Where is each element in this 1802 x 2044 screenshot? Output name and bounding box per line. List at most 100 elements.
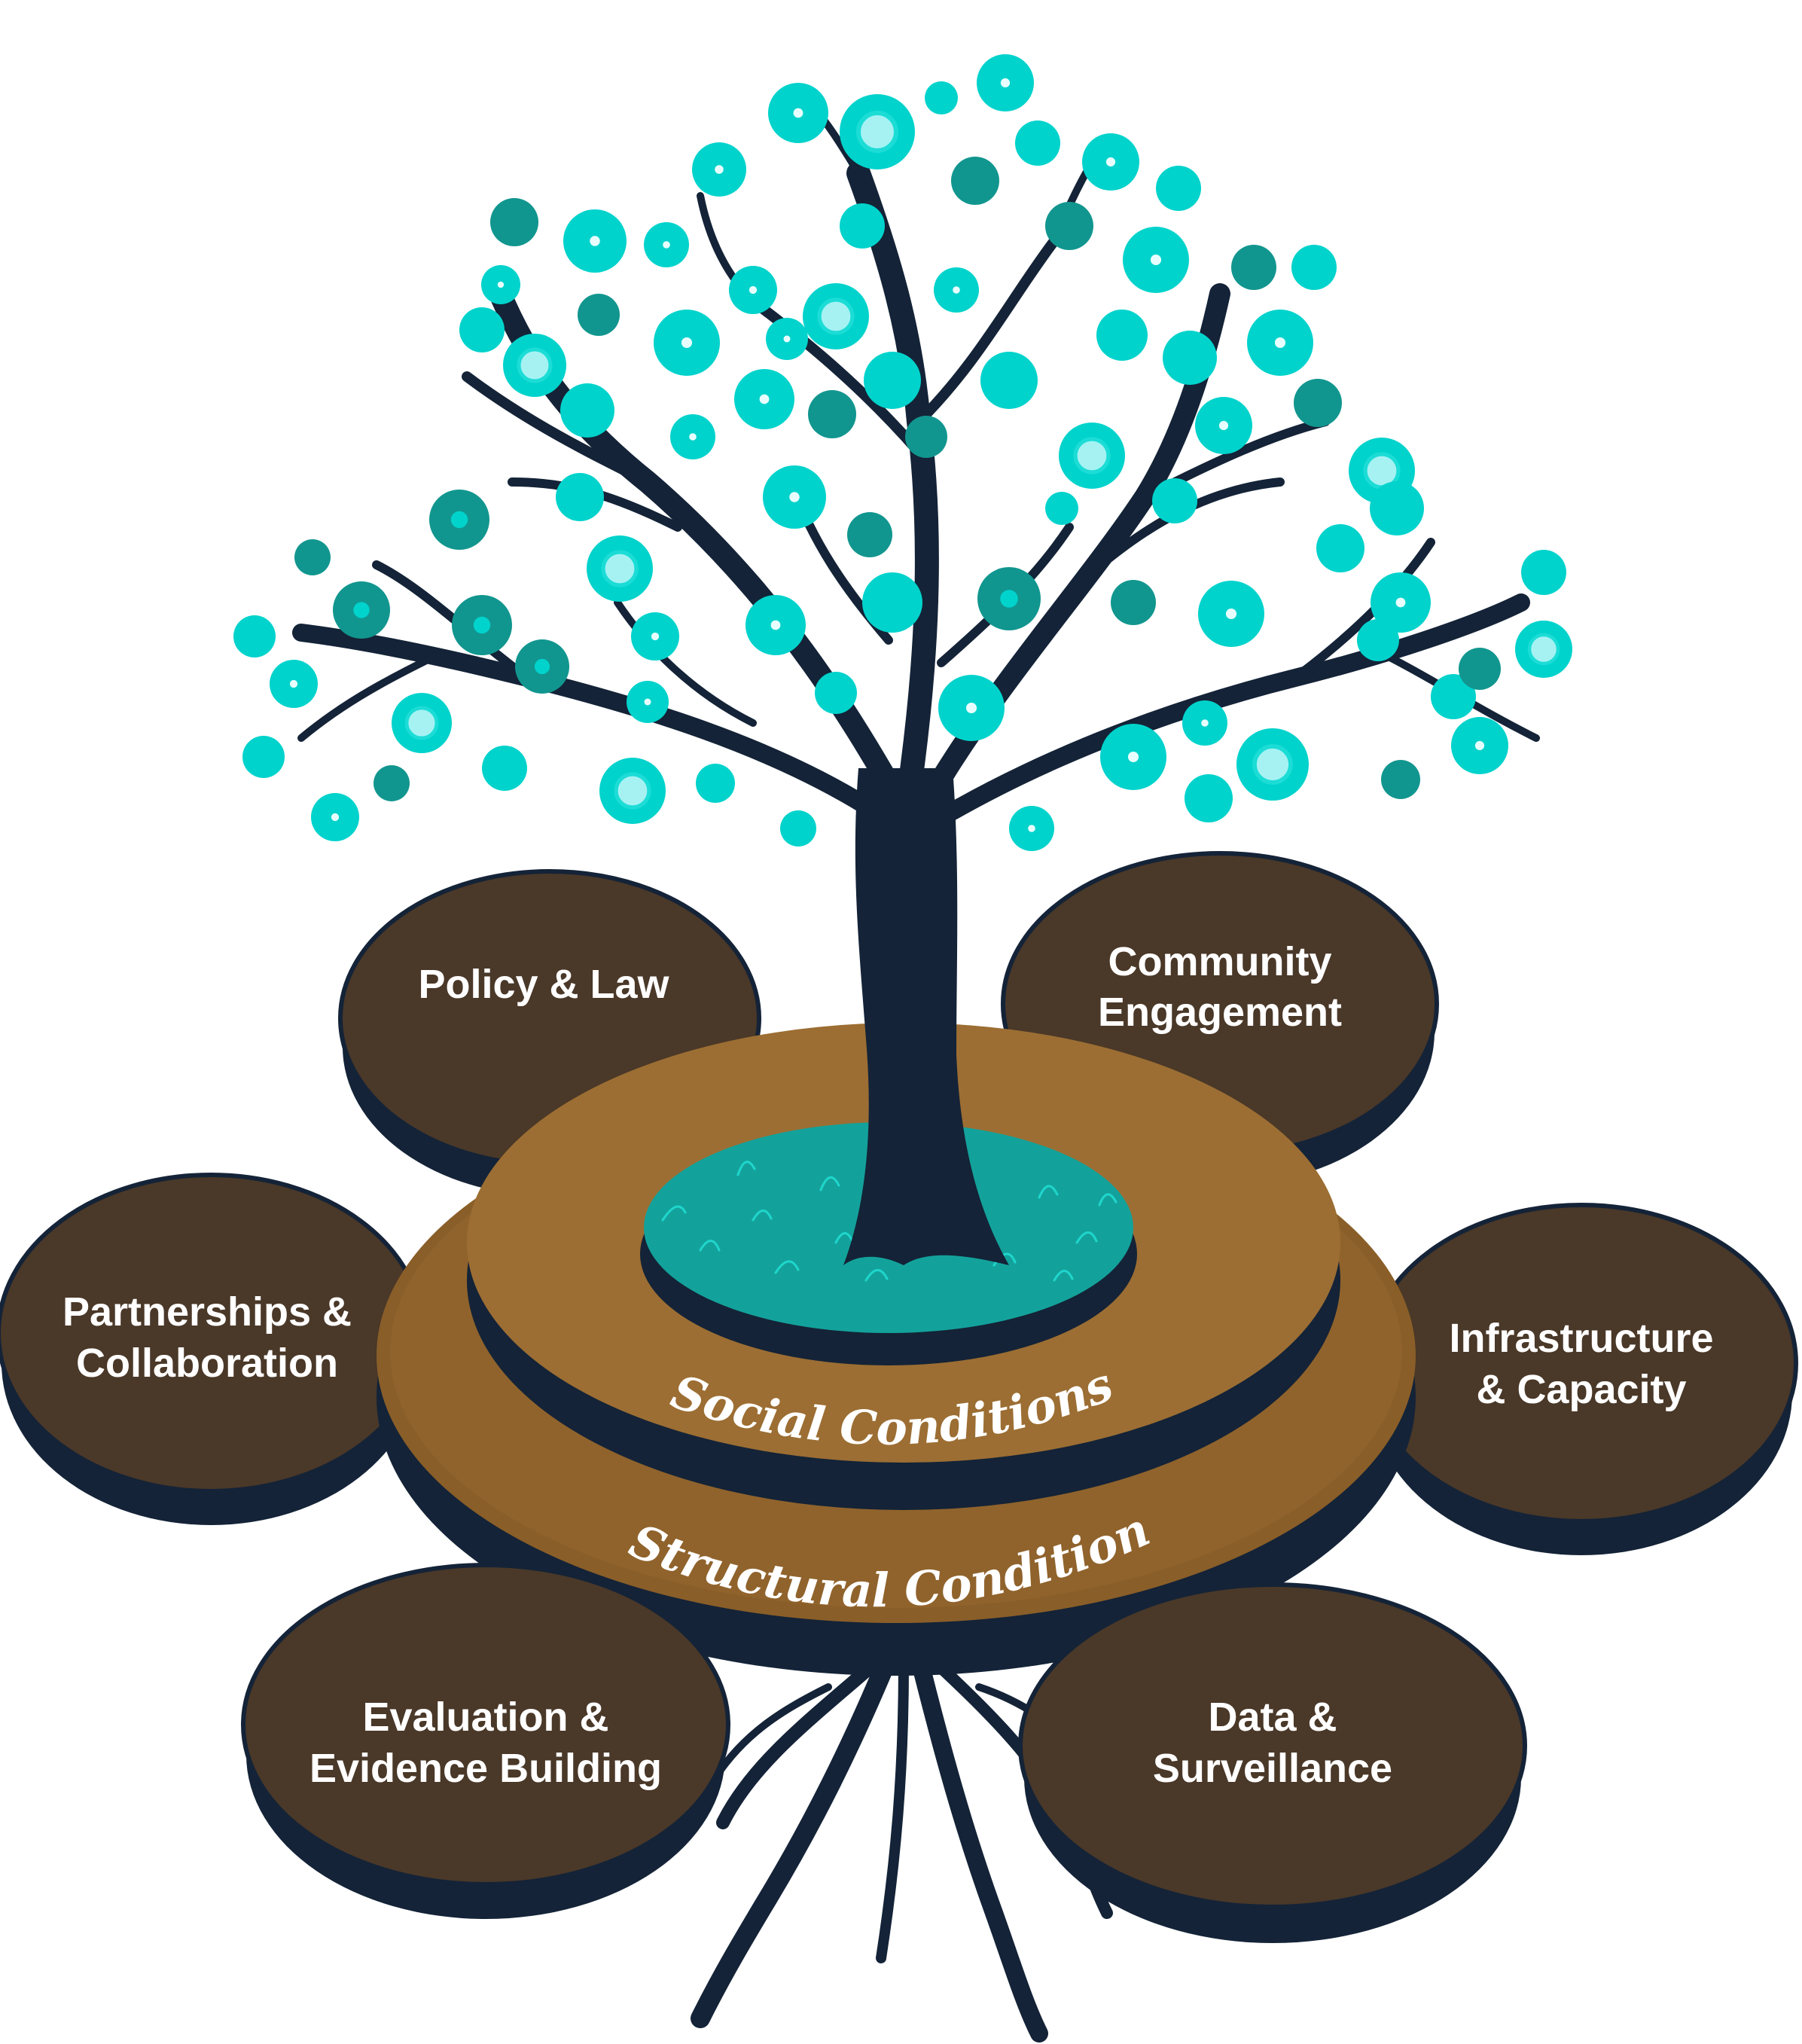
leaf-circle (840, 203, 885, 249)
leaf-circle (951, 157, 999, 205)
trunk (843, 768, 1009, 1265)
leaf-circle (905, 416, 947, 458)
leaf-center (715, 165, 724, 174)
leaf-center (1395, 597, 1406, 608)
evaluation-label-line2: Evidence Building (309, 1746, 662, 1791)
leaf-center (1218, 420, 1229, 431)
leaf-center (1527, 633, 1560, 666)
leaf-center (1252, 744, 1293, 785)
leaf-center (856, 111, 898, 153)
root (712, 1683, 832, 1781)
leaf-center (770, 620, 781, 630)
leaf-center (1028, 825, 1035, 832)
leaf-center (681, 337, 693, 349)
leaf-circle (1152, 478, 1197, 523)
leaf-circle (578, 294, 620, 336)
leaf-circle (556, 473, 604, 521)
leaf-center (1000, 78, 1011, 88)
leaf-circle (864, 352, 921, 409)
roots (691, 1647, 1113, 2042)
leaf-center (534, 658, 550, 675)
leaf-circle (1294, 379, 1342, 427)
leaf-center (953, 286, 960, 294)
partnerships-label-line1: Partnerships & (63, 1289, 352, 1335)
leaf-circle (294, 539, 331, 575)
leaf-circle (1096, 310, 1148, 361)
leaf-center (331, 813, 340, 822)
leaf-center (614, 772, 651, 810)
leaf-center (450, 511, 468, 529)
leaf-circle (1316, 524, 1364, 572)
leaf-circle (847, 512, 892, 557)
partnerships-label-line2: Collaboration (76, 1341, 338, 1386)
leaf-center (473, 616, 491, 634)
pillar-data-surveillance: Data & Surveillance (1018, 1582, 1527, 1943)
tree-leaves (233, 54, 1572, 851)
leaf-circle (1045, 492, 1078, 525)
leaf-circle (1111, 580, 1156, 625)
leaf-center (1201, 719, 1209, 727)
evaluation-label-line1: Evaluation & (362, 1695, 608, 1740)
leaf-center (404, 706, 439, 740)
leaf-circle (1045, 202, 1093, 250)
infrastructure-label-line2: & Capacity (1476, 1367, 1686, 1412)
leaf-center (1150, 254, 1162, 266)
leaf-circle (1521, 550, 1566, 595)
leaf-center (793, 108, 803, 118)
leaf-center (1225, 608, 1237, 620)
pillar-evaluation-evidence: Evaluation & Evidence Building (241, 1563, 730, 1919)
leaf-center (1073, 437, 1111, 474)
leaf-circle (374, 765, 410, 801)
leaf-circle (980, 352, 1038, 409)
community-engagement-label-line1: Community (1108, 939, 1332, 984)
leaf-circle (1156, 166, 1201, 211)
leaf-center (749, 285, 758, 294)
leaf-center (1474, 740, 1485, 751)
leaf-circle (233, 615, 276, 657)
root (716, 1658, 880, 1829)
pillar-partnerships-collaboration: Partnerships & Collaboration (0, 1173, 425, 1525)
leaf-circle (1291, 245, 1337, 290)
leaf-circle (696, 764, 735, 803)
leaf-center (644, 698, 651, 706)
leaf-center (817, 297, 855, 335)
leaf-circle (1381, 760, 1420, 799)
community-engagement-label-line2: Engagement (1098, 990, 1342, 1035)
leaf-circle (808, 390, 856, 438)
leaf-circle (1015, 121, 1060, 166)
leaf-center (689, 433, 697, 441)
leaf-circle (560, 383, 614, 438)
data-surveillance-label-line2: Surveillance (1153, 1746, 1392, 1791)
leaf-center (1000, 590, 1018, 608)
leaf-center (789, 492, 800, 502)
leaf-center (1127, 751, 1139, 763)
leaf-circle (815, 672, 857, 714)
leaf-circle (242, 736, 285, 778)
leaf-circle (490, 198, 538, 246)
leaf-center (1274, 337, 1286, 349)
leaf-center (289, 679, 298, 688)
root (876, 1659, 909, 1963)
leaf-circle (1231, 245, 1276, 290)
leaf-circle (1459, 648, 1501, 690)
leaf-circle (1163, 331, 1217, 385)
leaf-circle (1370, 481, 1424, 535)
pillar-infrastructure-capacity: Infrastructure & Capacity (1364, 1203, 1798, 1555)
leaf-center (1105, 157, 1116, 167)
leaf-center (759, 394, 770, 404)
leaf-center (651, 632, 660, 641)
leaf-center (601, 550, 639, 587)
leaf-center (590, 236, 600, 246)
root (691, 1647, 898, 2028)
leaf-circle (482, 746, 527, 791)
leaf-circle (862, 572, 922, 633)
leaf-center (353, 602, 370, 618)
policy-law-label: Policy & Law (418, 962, 669, 1007)
leaf-center (517, 347, 553, 383)
leaf-center (783, 335, 791, 343)
leaf-center (663, 241, 670, 249)
leaf-circle (1357, 619, 1399, 661)
leaf-circle (1185, 774, 1233, 822)
leaf-circle (459, 307, 505, 352)
